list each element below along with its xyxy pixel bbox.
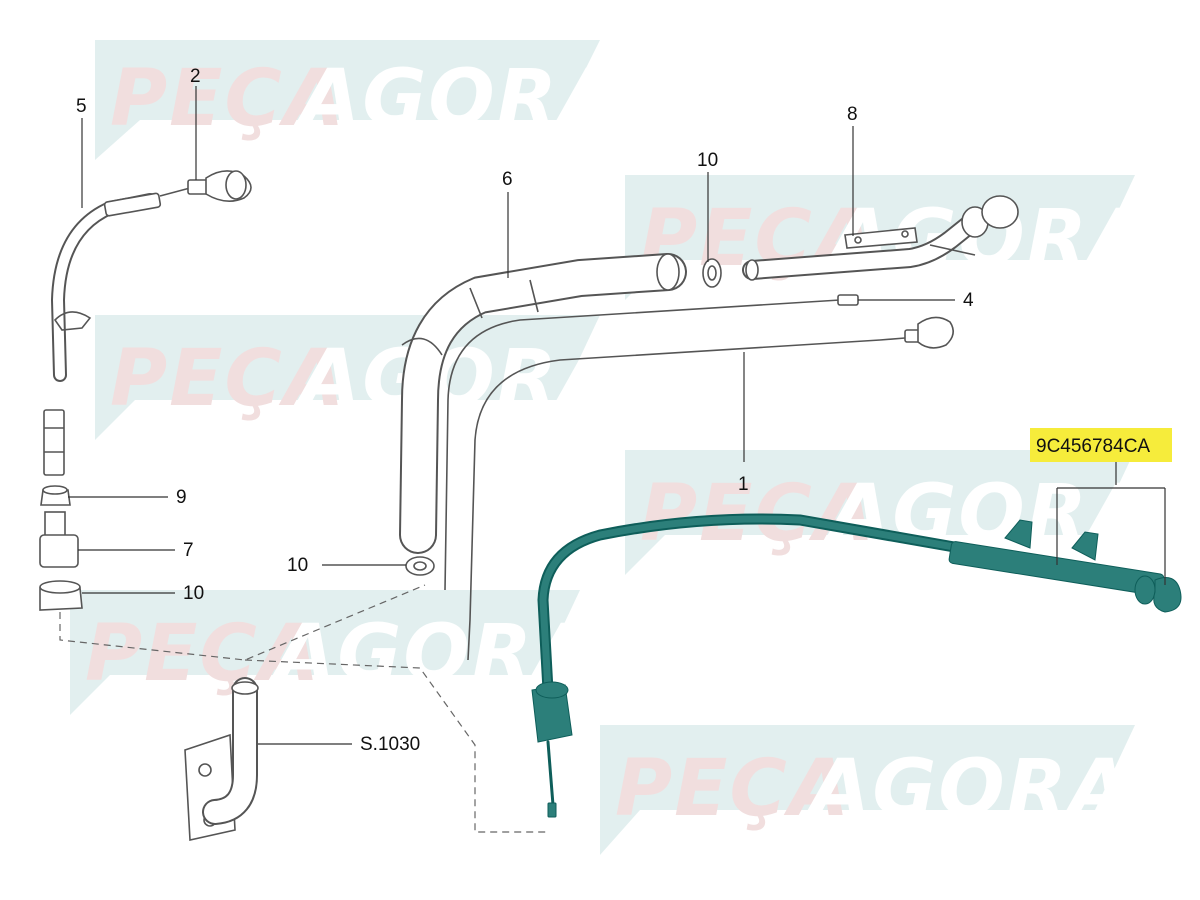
watermark-band: [600, 725, 1135, 855]
part-9-cap: [40, 485, 71, 506]
part-10-clamp-left: [39, 580, 83, 611]
callout-10-middle: 10: [287, 555, 308, 576]
part-number-highlight: [1030, 428, 1172, 462]
callout-8: 8: [847, 104, 858, 125]
watermark-band: [95, 40, 600, 160]
watermark-text-agora: AGORA: [804, 744, 1131, 834]
part-7-grommet: [39, 511, 79, 568]
part-5-cable-guide: [43, 192, 162, 476]
part-1-dipstick-line: [467, 316, 954, 661]
watermark-bottom-right: PEÇA AGORA: [600, 725, 1135, 855]
watermark-text-agora: AGORA: [294, 334, 621, 424]
watermark-text-agora: AGORA: [824, 469, 1151, 559]
part-s1030-elbow: [184, 677, 259, 841]
part-2-dipstick-handle: [159, 170, 252, 202]
callout-9: 9: [176, 487, 187, 508]
watermark-lower-left: PEÇA AGORA: [70, 590, 594, 715]
watermark-band: [625, 450, 1135, 575]
callout-5: 5: [76, 96, 87, 117]
part-4-cable: [444, 294, 859, 591]
watermark-band: [70, 590, 580, 715]
callout-10-left: 10: [183, 583, 204, 604]
assembly-lines: [59, 584, 550, 833]
watermark-top: PEÇA AGORA: [95, 40, 621, 160]
watermark-text-peca: PEÇA: [85, 609, 321, 699]
callout-6: 6: [502, 169, 513, 190]
watermark-mid-right: PEÇA AGORA: [625, 450, 1151, 575]
part-6-curved-tube: [399, 253, 687, 554]
watermark-text-peca: PEÇA: [110, 334, 346, 424]
part-10-clamp-top: [702, 258, 722, 288]
part-number-label[interactable]: 9C456784CA: [1036, 436, 1150, 457]
callout-2: 2: [190, 66, 201, 87]
part-8-filler-tube: [742, 195, 1019, 281]
part-number-badge[interactable]: 9C456784CA: [1030, 428, 1172, 462]
watermark-band: [95, 315, 600, 440]
callout-s1030: S.1030: [360, 734, 420, 755]
part-10-clamp-middle: [405, 556, 435, 576]
watermark-mid-left: PEÇA AGORA: [95, 315, 621, 440]
callout-labels: 5 2 6 10 8 4 1 9 7 10 10 S.1030: [76, 66, 974, 755]
callout-10-top: 10: [697, 150, 718, 171]
callout-1: 1: [738, 474, 749, 495]
callout-4: 4: [963, 290, 974, 311]
watermark-group: PEÇA AGORA PEÇA AGORA PEÇA AGORA PEÇA AG…: [70, 40, 1151, 855]
watermark-text-peca: PEÇA: [110, 54, 346, 144]
highlighted-dipstick-assembly: [531, 513, 1182, 818]
watermark-text-peca: PEÇA: [615, 744, 851, 834]
watermark-text-agora: AGORA: [294, 54, 621, 144]
callout-7: 7: [183, 540, 194, 561]
leader-lines: [68, 86, 1166, 745]
